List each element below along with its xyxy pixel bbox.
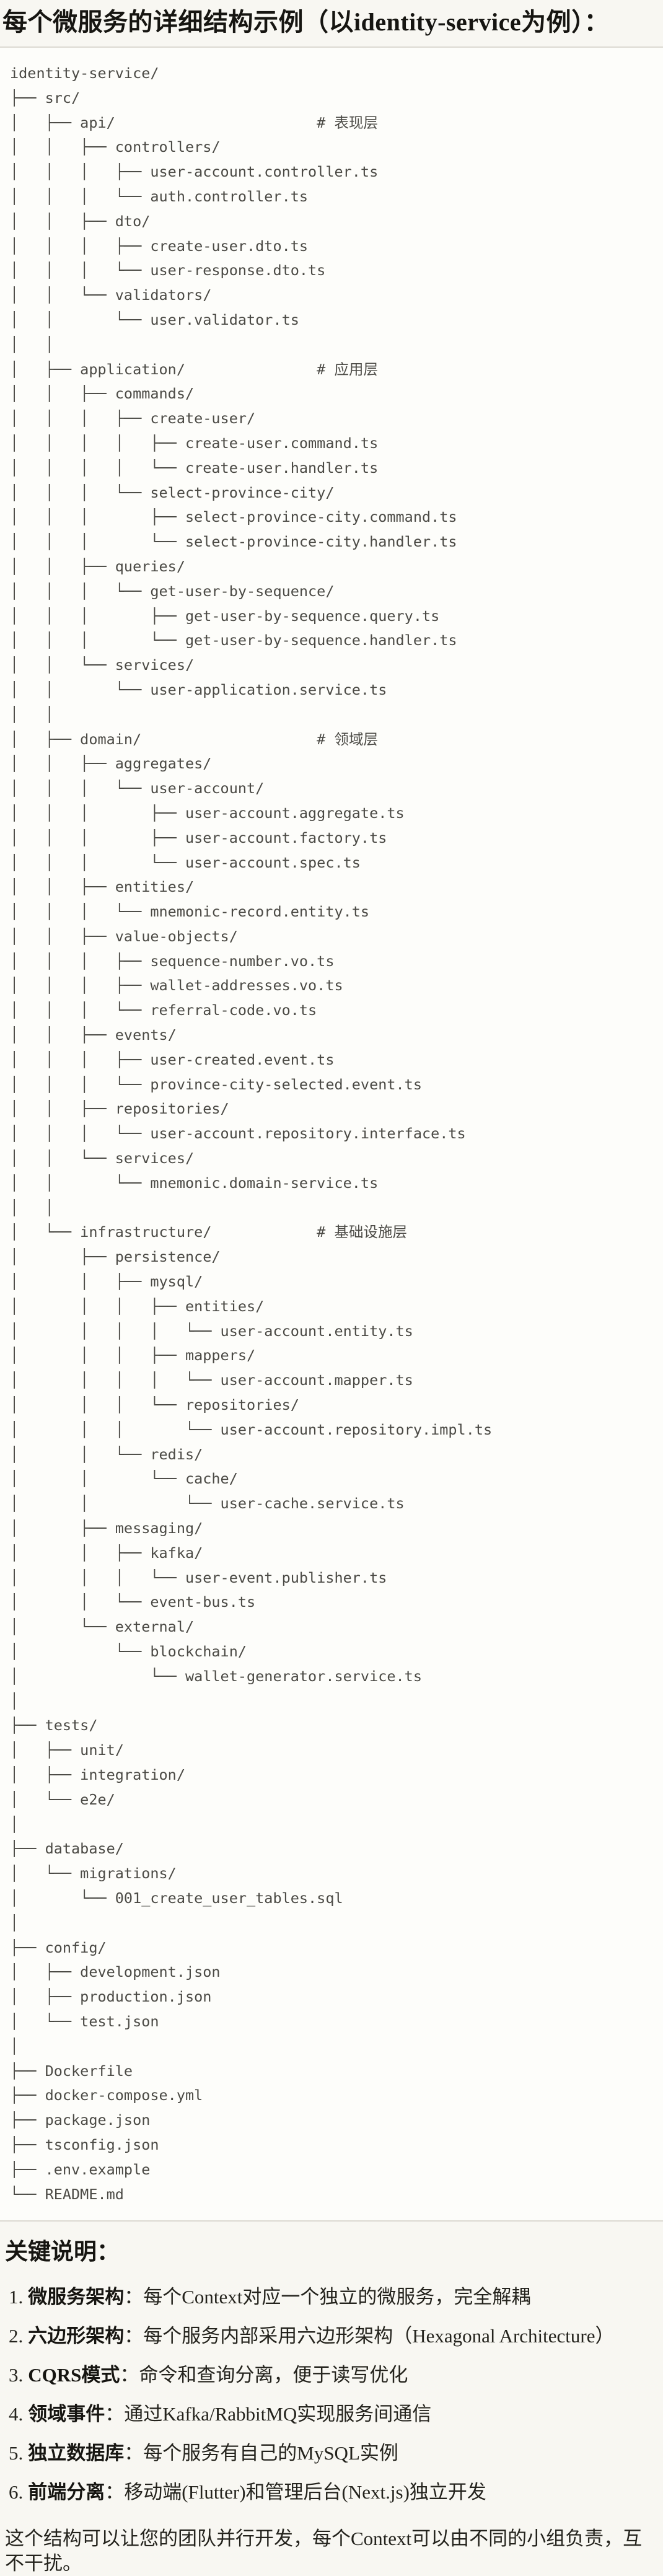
list-item: 2.六边形架构：每个服务内部采用六边形架构（Hexagonal Architec… <box>9 2324 658 2348</box>
closing-paragraph: 这个结构可以让您的团队并行开发，每个Context可以由不同的小组负责，互不干扰… <box>5 2528 643 2575</box>
list-item-number: 3. <box>9 2364 24 2386</box>
page-title: 每个微服务的详细结构示例（以identity-service为例）： <box>2 8 610 36</box>
notes-list: 1.微服务架构：每个Context对应一个独立的微服务，完全解耦 2.六边形架构… <box>5 2285 658 2504</box>
list-item: 6.前端分离：移动端(Flutter)和管理后台(Next.js)独立开发 <box>9 2480 658 2504</box>
directory-tree: identity-service/ ├── src/ │ ├── api/ # … <box>10 64 493 2203</box>
list-item-text: ：移动端(Flutter)和管理后台(Next.js)独立开发 <box>105 2481 486 2503</box>
notes-section: 关键说明： 1.微服务架构：每个Context对应一个独立的微服务，完全解耦 2… <box>0 2222 663 2576</box>
list-item-number: 2. <box>9 2325 24 2347</box>
code-block: identity-service/ ├── src/ │ ├── api/ # … <box>0 46 663 2222</box>
list-item-text: ：每个服务内部采用六边形架构（Hexagonal Architecture） <box>124 2325 615 2347</box>
list-item: 5.独立数据库：每个服务有自己的MySQL实例 <box>9 2441 658 2465</box>
list-item: 1.微服务架构：每个Context对应一个独立的微服务，完全解耦 <box>9 2285 658 2309</box>
notes-heading: 关键说明： <box>5 2240 120 2266</box>
list-item-text: ：每个Context对应一个独立的微服务，完全解耦 <box>124 2286 531 2308</box>
list-item: 4.领域事件：通过Kafka/RabbitMQ实现服务间通信 <box>9 2402 658 2426</box>
list-item-label: 前端分离 <box>28 2481 105 2503</box>
list-item-number: 1. <box>9 2286 24 2308</box>
list-item-label: 领域事件 <box>28 2403 105 2425</box>
list-item-text: ：命令和查询分离，便于读写优化 <box>120 2364 408 2386</box>
list-item-label: 六边形架构 <box>28 2325 125 2347</box>
list-item-number: 5. <box>9 2442 24 2464</box>
list-item-number: 4. <box>9 2403 24 2425</box>
list-item-label: 微服务架构 <box>28 2286 125 2308</box>
list-item: 3.CQRS模式：命令和查询分离，便于读写优化 <box>9 2363 658 2387</box>
list-item-text: ：通过Kafka/RabbitMQ实现服务间通信 <box>105 2403 432 2425</box>
list-item-number: 6. <box>9 2481 24 2503</box>
list-item-label: CQRS模式 <box>28 2364 120 2386</box>
list-item-label: 独立数据库 <box>28 2442 125 2464</box>
list-item-text: ：每个服务有自己的MySQL实例 <box>124 2442 398 2464</box>
page-header: 每个微服务的详细结构示例（以identity-service为例）： <box>0 0 663 46</box>
